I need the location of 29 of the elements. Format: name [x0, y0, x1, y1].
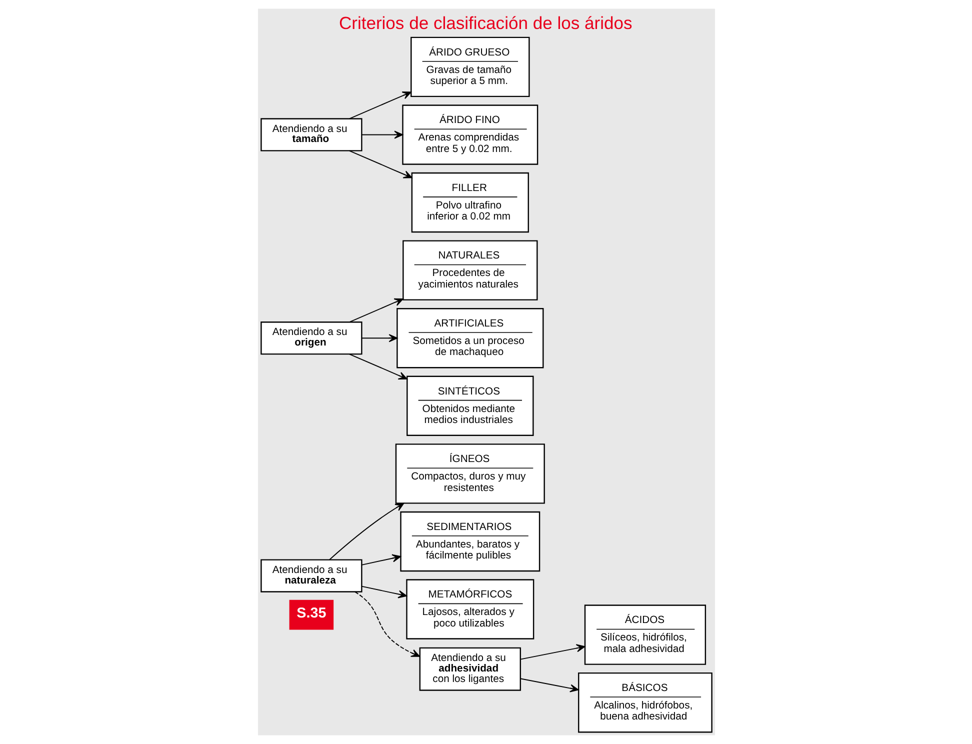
label: S.35 [296, 606, 326, 622]
arrow [328, 502, 404, 560]
node-box: ÁRIDO GRUESO Gravas de tamaño superior a 5 mm. [410, 36, 530, 98]
node-box: Atendiendo a su tamaño [260, 118, 362, 152]
arrow [519, 678, 578, 692]
node-box: SINTÉTICOS Obtenidos mediante medios industriales [406, 376, 534, 436]
arrow [348, 92, 411, 120]
node-box: ÍGNEOS Compactos, duros y muy resistentes [394, 444, 544, 504]
arrow [348, 354, 407, 380]
arrow [519, 644, 585, 660]
node-box: Atendiendo a su adhesividad con los ligantes [418, 647, 520, 691]
node-box: ÁRIDO FINO Arenas comprendidas entre 5 y 0.02 mm. [402, 104, 538, 165]
node-box: Atendiendo a su naturaleza [260, 559, 362, 592]
arrow [360, 554, 401, 566]
arrow [348, 298, 403, 323]
node-box: Atendiendo a su origen [260, 322, 362, 355]
arrow [360, 130, 403, 139]
node-box: SEDIMENTARIOS Abundantes, baratos y fácilmente pulibles [400, 511, 540, 572]
node-box: METAMÓRFICOS Lajosos, alterados y poco utilizables [406, 579, 534, 640]
node-box: NATURALES Procedentes de yacimientos naturales [402, 240, 538, 300]
node-box: BÁSICOS Alcalinos, hidrófobos, buena adhesividad [578, 672, 712, 733]
arrow [360, 334, 398, 342]
node-box: ÁCIDOS Silíceos, hidrófilos, mala adhesividad [584, 604, 706, 665]
diagram-title: Criterios de clasificación de los áridos [338, 13, 632, 34]
node-box: FILLER Polvo ultrafino inferior a 0.02 mm [410, 172, 528, 233]
arrow [348, 150, 412, 178]
arrow [360, 586, 407, 598]
node-box: ARTIFICIALES Sometidos a un proceso de machaqueo [396, 308, 544, 368]
arrow [354, 591, 420, 657]
